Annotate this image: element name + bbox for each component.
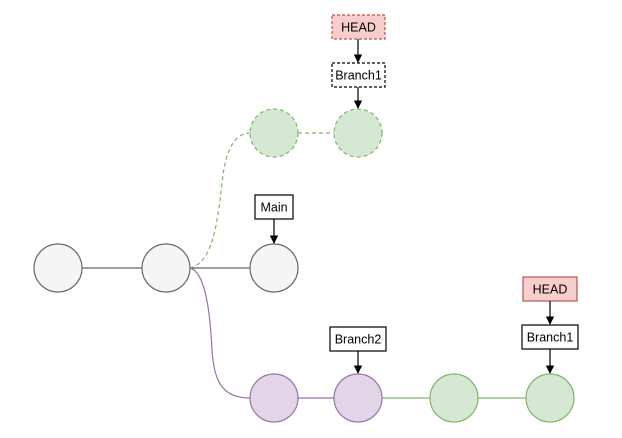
- head-label-box-top: [331, 14, 386, 40]
- commit-branch2-1: [249, 373, 299, 423]
- edge-c2-branch1-old: [189, 132, 251, 269]
- commit-main-1: [33, 243, 83, 293]
- commit-branch2-2: [333, 373, 383, 423]
- branch1-label-bottom: Branch1: [527, 331, 574, 345]
- commit-main-2: [141, 243, 191, 293]
- main-label-box: [254, 194, 294, 220]
- commit-main-3: [249, 243, 299, 293]
- commit-branch1-2: [525, 373, 575, 423]
- commit-branch1-old-2: [333, 108, 383, 158]
- commit-branch1-old-1: [249, 108, 299, 158]
- branch2-label-box: [329, 326, 387, 352]
- branch1-label-top: Branch1: [335, 69, 382, 83]
- head-label-top: HEAD: [341, 21, 376, 35]
- branch1-label-box-top: [331, 62, 386, 88]
- branch2-label: Branch2: [335, 333, 382, 347]
- branch1-label-box-bottom: [521, 324, 579, 350]
- main-label: Main: [260, 201, 287, 215]
- head-label-bottom: HEAD: [533, 283, 568, 297]
- commit-branch1-1: [429, 373, 479, 423]
- edge-c2-branch2: [189, 267, 251, 399]
